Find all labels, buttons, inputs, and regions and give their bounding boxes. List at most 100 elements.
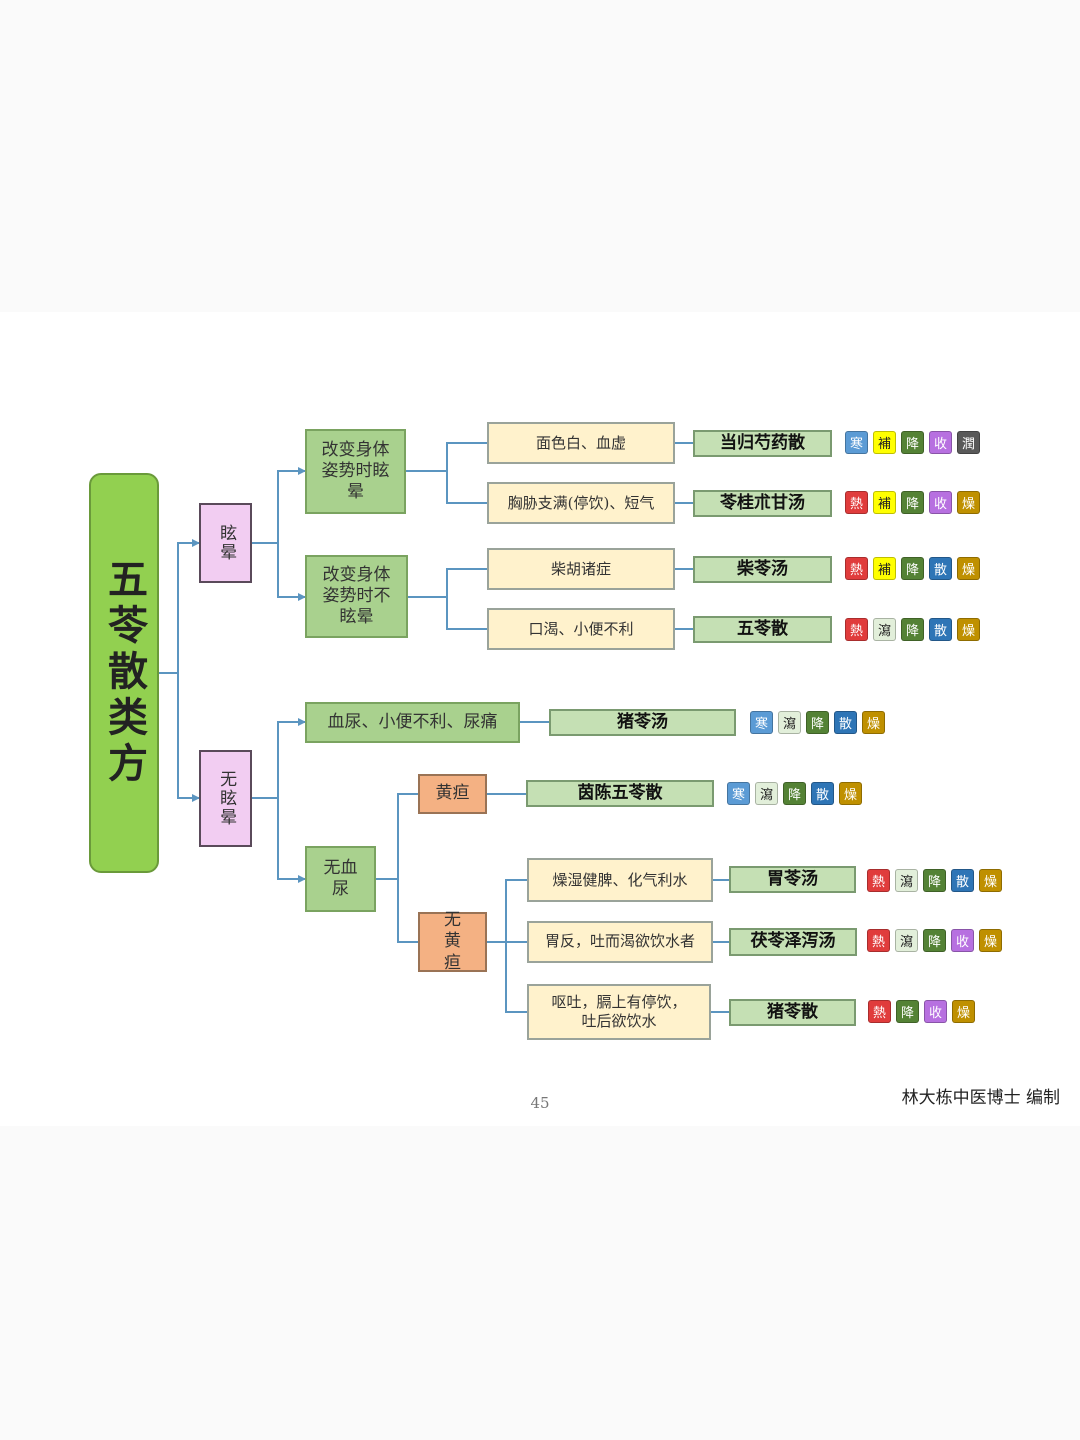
formula-weiling-label: 胃苓汤 <box>767 868 818 889</box>
property-tag: 潤 <box>957 431 980 454</box>
tags-zhuling-tang: 寒瀉降散燥 <box>750 711 885 734</box>
property-tag: 熱 <box>845 557 868 580</box>
formula-zhuling-san: 猪苓散 <box>729 999 856 1026</box>
property-tag: 收 <box>929 491 952 514</box>
property-tag: 降 <box>923 929 946 952</box>
property-tag: 降 <box>896 1000 919 1023</box>
symptom-chaihu-label: 柴胡诸症 <box>550 559 611 578</box>
property-tag: 熱 <box>867 869 890 892</box>
property-tag: 瀉 <box>778 711 801 734</box>
branch-hematuria-label: 血尿、小便不利、尿痛 <box>327 711 498 732</box>
root-title-text: 五苓散类方 <box>101 558 148 788</box>
property-tag: 收 <box>924 1000 947 1023</box>
tags-chailing: 熱補降散燥 <box>845 557 980 580</box>
formula-danggui: 当归芍药散 <box>693 430 832 457</box>
property-tag: 降 <box>806 711 829 734</box>
symptom-thirst: 口渴、小便不利 <box>487 608 675 650</box>
tags-zhuling-san: 熱降收燥 <box>868 1000 975 1023</box>
property-tag: 降 <box>923 869 946 892</box>
branch-no-dizzy: 无眩晕 <box>199 750 252 847</box>
property-tag: 降 <box>901 557 924 580</box>
branch-hematuria: 血尿、小便不利、尿痛 <box>305 702 520 743</box>
symptom-vomit: 呕吐，膈上有停饮，吐后欲饮水 <box>527 984 711 1040</box>
formula-danggui-label: 当归芍药散 <box>720 432 805 453</box>
property-tag: 寒 <box>845 431 868 454</box>
branch-no-hematuria-label: 无血尿 <box>323 857 358 899</box>
formula-wuling: 五苓散 <box>693 616 832 643</box>
formula-yinchen: 茵陈五苓散 <box>526 780 714 807</box>
property-tag: 收 <box>951 929 974 952</box>
tags-fuling-zexie: 熱瀉降收燥 <box>867 929 1002 952</box>
property-tag: 熱 <box>845 491 868 514</box>
formula-chailing-label: 柴苓汤 <box>737 558 788 579</box>
branch-no-jaundice: 无黄疸 <box>418 910 487 973</box>
property-tag: 散 <box>951 869 974 892</box>
formula-zhuling-tang: 猪苓汤 <box>549 709 736 736</box>
property-tag: 降 <box>783 782 806 805</box>
branch-dizzy-label: 眩晕 <box>216 524 237 562</box>
property-tag: 降 <box>901 491 924 514</box>
branch-no-jaundice-label: 无黄疸 <box>444 910 461 973</box>
formula-linggui-label: 苓桂朮甘汤 <box>720 492 805 513</box>
formula-linggui: 苓桂朮甘汤 <box>693 490 832 517</box>
branch-posture-dizzy: 改变身体姿势时眩晕 <box>305 429 406 514</box>
property-tag: 熱 <box>868 1000 891 1023</box>
property-tag: 寒 <box>750 711 773 734</box>
formula-weiling: 胃苓汤 <box>729 866 856 893</box>
formula-fuling-zexie: 茯苓泽泻汤 <box>729 928 857 956</box>
symptom-stomach-reflux: 胃反，吐而渴欲饮水者 <box>527 921 713 963</box>
property-tag: 燥 <box>862 711 885 734</box>
property-tag: 燥 <box>979 869 1002 892</box>
branch-posture-no-dizzy-label: 改变身体姿势时不眩晕 <box>322 564 391 628</box>
property-tag: 補 <box>873 557 896 580</box>
branch-no-hematuria: 无血尿 <box>305 846 376 912</box>
property-tag: 散 <box>811 782 834 805</box>
property-tag: 瀉 <box>873 618 896 641</box>
branch-posture-dizzy-label: 改变身体姿势时眩晕 <box>321 439 390 503</box>
branch-jaundice: 黄疸 <box>418 774 487 814</box>
property-tag: 寒 <box>727 782 750 805</box>
branch-dizzy: 眩晕 <box>199 503 252 583</box>
symptom-chest-fullness-label: 胸胁支满(停饮)、短气 <box>507 493 655 512</box>
symptom-dry-damp-label: 燥湿健脾、化气利水 <box>552 870 688 889</box>
formula-chailing: 柴苓汤 <box>693 556 832 583</box>
property-tag: 燥 <box>952 1000 975 1023</box>
formula-wuling-label: 五苓散 <box>737 618 788 639</box>
property-tag: 瀉 <box>755 782 778 805</box>
symptom-pale-face-label: 面色白、血虚 <box>535 433 626 452</box>
tags-weiling: 熱瀉降散燥 <box>867 869 1002 892</box>
formula-zhuling-tang-label: 猪苓汤 <box>617 711 668 732</box>
property-tag: 瀉 <box>895 869 918 892</box>
property-tag: 散 <box>834 711 857 734</box>
author-credit: 林大栋中医博士 编制 <box>901 1088 1060 1108</box>
property-tag: 降 <box>901 618 924 641</box>
root-title: 五苓散类方 <box>89 473 159 873</box>
tags-danggui: 寒補降收潤 <box>845 431 980 454</box>
property-tag: 燥 <box>957 491 980 514</box>
branch-jaundice-label: 黄疸 <box>435 783 470 804</box>
symptom-dry-damp: 燥湿健脾、化气利水 <box>527 858 713 902</box>
property-tag: 散 <box>929 618 952 641</box>
property-tag: 補 <box>873 431 896 454</box>
property-tag: 熱 <box>845 618 868 641</box>
symptom-chest-fullness: 胸胁支满(停饮)、短气 <box>487 482 675 524</box>
symptom-pale-face: 面色白、血虚 <box>487 422 675 464</box>
property-tag: 散 <box>929 557 952 580</box>
symptom-stomach-reflux-label: 胃反，吐而渴欲饮水者 <box>544 932 695 951</box>
property-tag: 燥 <box>957 618 980 641</box>
symptom-thirst-label: 口渴、小便不利 <box>528 619 634 638</box>
branch-posture-no-dizzy: 改变身体姿势时不眩晕 <box>305 555 408 638</box>
property-tag: 燥 <box>839 782 862 805</box>
property-tag: 收 <box>929 431 952 454</box>
symptom-vomit-label: 呕吐，膈上有停饮，吐后欲饮水 <box>551 993 687 1030</box>
formula-zhuling-san-label: 猪苓散 <box>767 1001 818 1022</box>
tags-linggui: 熱補降收燥 <box>845 491 980 514</box>
property-tag: 熱 <box>867 929 890 952</box>
formula-yinchen-label: 茵陈五苓散 <box>577 782 663 803</box>
symptom-chaihu: 柴胡诸症 <box>487 548 675 590</box>
tags-wuling: 熱瀉降散燥 <box>845 618 980 641</box>
formula-fuling-zexie-label: 茯苓泽泻汤 <box>750 931 836 952</box>
bottom-margin <box>0 1126 1080 1440</box>
property-tag: 補 <box>873 491 896 514</box>
property-tag: 瀉 <box>895 929 918 952</box>
